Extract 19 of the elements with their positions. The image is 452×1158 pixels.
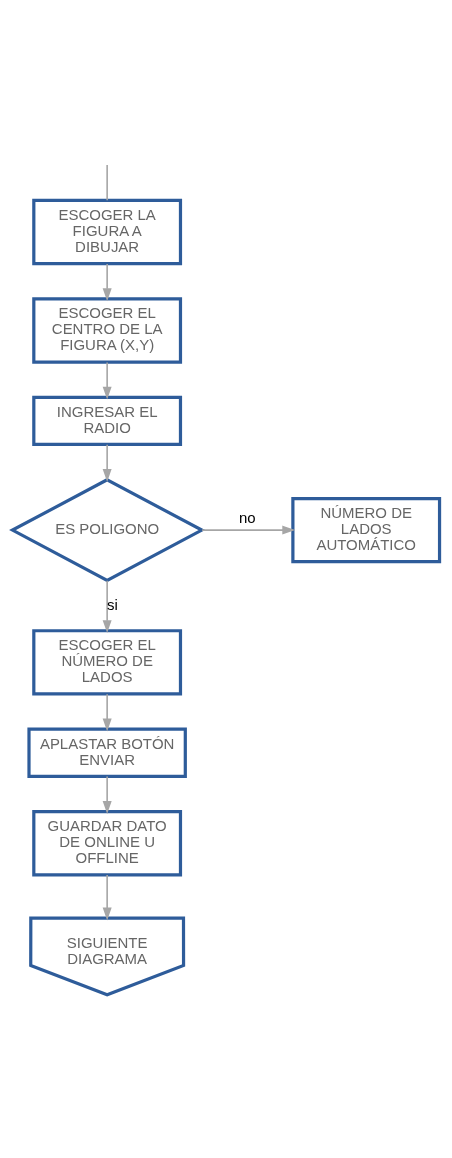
- arrow: [102, 873, 112, 920]
- node-box: NÚMERO DE LADOS AUTOMÁTICO: [291, 496, 442, 563]
- arrow: [102, 692, 112, 731]
- node-box: ESCOGER LA FIGURA A DIBUJAR: [32, 198, 183, 265]
- arrow: [102, 262, 112, 301]
- node-box: GUARDAR DATO DE ONLINE U OFFLINE: [32, 809, 183, 876]
- arrow: [102, 361, 112, 400]
- arrow: [201, 525, 296, 535]
- edge-label: no: [239, 508, 256, 526]
- node-diamond: ES POLIGONO: [9, 477, 206, 582]
- arrow: [102, 443, 112, 482]
- node-box: APLASTAR BOTÓN ENVIAR: [27, 727, 187, 778]
- arrow: [102, 579, 112, 633]
- connector: [106, 163, 108, 201]
- arrow: [102, 775, 112, 814]
- node-box: ESCOGER EL CENTRO DE LA FIGURA (X,Y): [32, 296, 183, 364]
- node-box: INGRESAR EL RADIO: [32, 395, 183, 446]
- edge-label: si: [107, 595, 118, 613]
- node-box: ESCOGER EL NÚMERO DE LADOS: [32, 628, 183, 695]
